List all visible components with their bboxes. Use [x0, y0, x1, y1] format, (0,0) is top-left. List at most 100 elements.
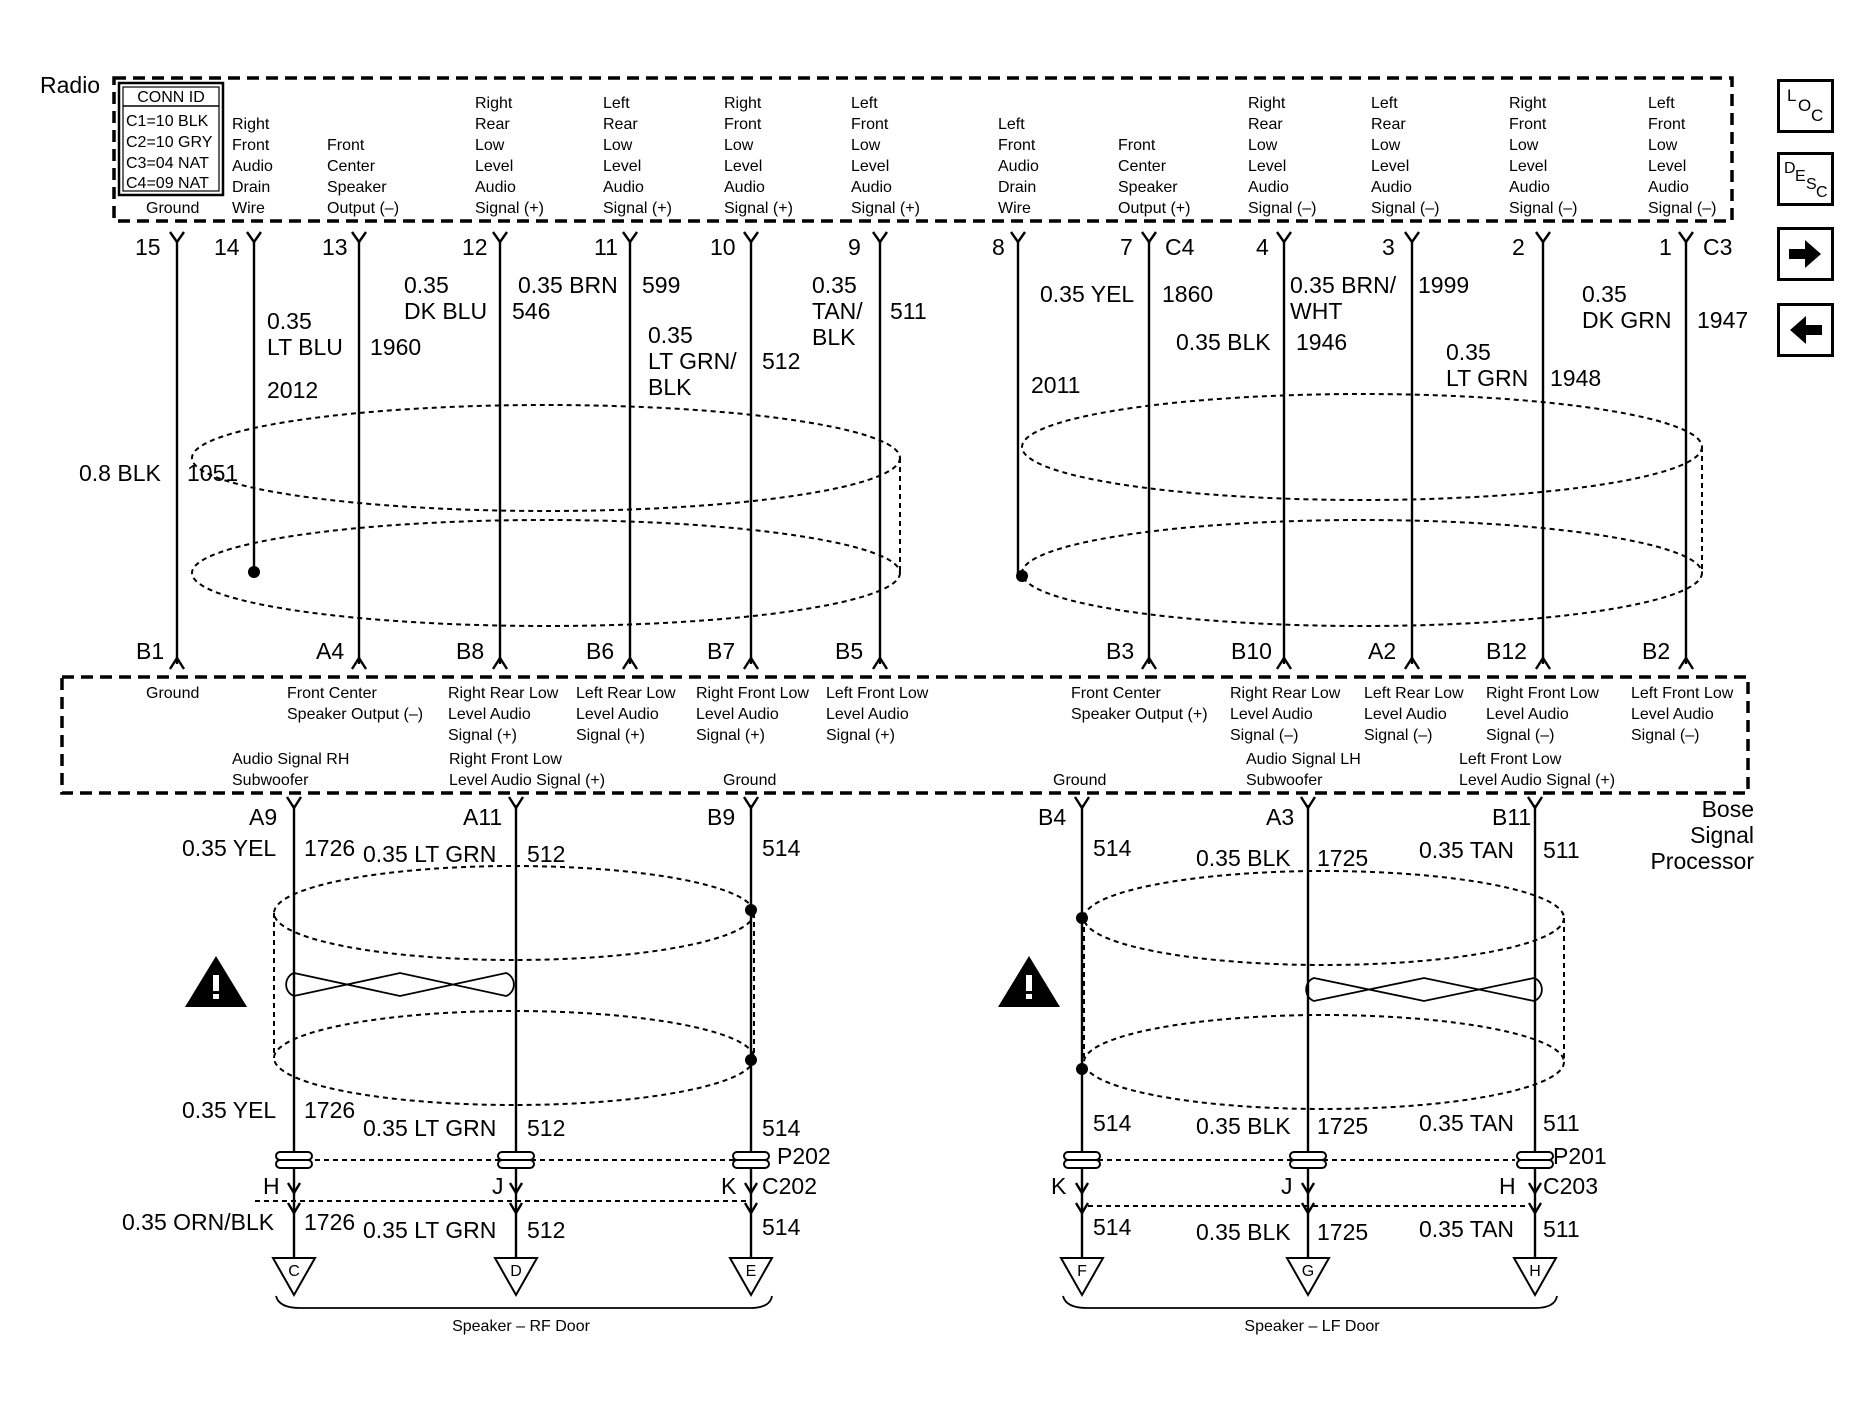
wire-color: LT GRN/: [648, 348, 737, 374]
bose-connector-box: [60, 675, 1750, 795]
svg-text:Processor: Processor: [1650, 848, 1754, 874]
terminal-mark: [743, 231, 759, 245]
terminal-mark: [1526, 796, 1544, 811]
upper-wires: [168, 231, 1695, 670]
radio-pin-label: Center: [1118, 158, 1167, 175]
bose-label: Speaker Output (–): [287, 706, 423, 723]
terminal-mark: [508, 1182, 524, 1196]
bose-label: Ground: [1053, 772, 1106, 789]
connector-ref-c4: C4: [1165, 234, 1195, 260]
terminal-mark: [1403, 655, 1421, 670]
wire-color: 0.35 BLK: [1196, 1113, 1291, 1139]
radio-pin-label: Low: [1509, 137, 1539, 154]
wire-color: 0.35 LT GRN: [363, 1217, 496, 1243]
radio-pin-label: Front: [1648, 116, 1686, 133]
conn-id-row: C1=10 BLK: [126, 113, 209, 130]
radio-pin-label: Level: [851, 158, 889, 175]
shield-lf-lower: [1076, 870, 1565, 1110]
destination-letter: D: [510, 1263, 522, 1280]
arrow-right-icon: [1789, 240, 1821, 268]
radio-pin-label: Front: [327, 137, 365, 154]
next-button[interactable]: [1777, 227, 1834, 281]
radio-pin-label: Audio: [1648, 179, 1689, 196]
wire-circuit: 511: [1543, 837, 1580, 863]
terminal-mark: [285, 796, 303, 811]
radio-pin-label: Low: [603, 137, 633, 154]
conn-id-table: CONN ID C1=10 BLK C2=10 GRY C3=04 NAT C4…: [117, 81, 225, 197]
radio-pin-number: 1: [1659, 234, 1672, 260]
radio-pin-label: Left: [1371, 95, 1398, 112]
rf-door-label: Speaker – RF Door: [452, 1318, 591, 1335]
bose-label: Ground: [146, 685, 199, 702]
wire-circuit: 514: [762, 835, 801, 861]
wire-color: 0.35 TAN: [1419, 837, 1514, 863]
wire-color: 0.35 TAN: [1419, 1216, 1514, 1242]
radio-pin-label: Front: [1118, 137, 1156, 154]
terminal-mark: [1073, 796, 1091, 811]
destination-letter: C: [288, 1263, 300, 1280]
radio-pin-label: Audio: [851, 179, 892, 196]
svg-text:C: C: [1811, 106, 1823, 125]
radio-pin-label: Front: [232, 137, 270, 154]
destination-triangle: [1512, 1257, 1558, 1298]
radio-pin-label: Audio: [1371, 179, 1412, 196]
inline-connector-pin: [1063, 1159, 1101, 1169]
bose-pin: B1: [136, 638, 164, 664]
wire-circuit: 1946: [1296, 329, 1347, 355]
terminal-mark: [743, 1182, 759, 1196]
bose-pin: A9: [249, 804, 277, 830]
wire-circuit: 514: [762, 1214, 801, 1240]
bose-label: Signal (+): [826, 727, 895, 744]
terminal-mark: [1300, 1182, 1316, 1196]
desc-button[interactable]: D E S C: [1777, 152, 1834, 206]
bose-label: Level Audio: [576, 706, 659, 723]
bose-label: Level Audio Signal (+): [449, 772, 605, 789]
inline-connector: P201: [1553, 1143, 1607, 1169]
wire-color: 0.8 BLK: [79, 460, 161, 486]
terminal-mark: [1275, 655, 1293, 670]
radio-pin-label: Audio: [998, 158, 1039, 175]
radio-pin-label: Right: [232, 116, 270, 133]
radio-pin-label: Signal (+): [603, 200, 672, 217]
bose-bottom-labels: Audio Signal RH Subwoofer Right Front Lo…: [232, 751, 1615, 789]
radio-pin-label: Right: [475, 95, 513, 112]
bose-title: Bose Signal Processor: [1650, 796, 1754, 874]
svg-text:C: C: [1816, 184, 1828, 201]
shield-right-upper: [1016, 393, 1703, 627]
radio-pin-label: Rear: [1248, 116, 1283, 133]
svg-text:Signal: Signal: [1690, 822, 1754, 848]
terminal-mark: [1527, 1202, 1543, 1216]
inline-connector-pin: [1516, 1151, 1554, 1161]
terminal-mark: [169, 231, 185, 245]
wire-circuit: 512: [527, 841, 565, 867]
terminal-mark: [1535, 231, 1551, 245]
bose-bottom-pins: A9 A11 B9 B4 A3 B11: [249, 804, 1531, 830]
lf-door-label: Speaker – LF Door: [1244, 1318, 1380, 1335]
bose-pin: A2: [1368, 638, 1396, 664]
arrow-left-icon: [1790, 316, 1822, 344]
radio-pin-label: Output (–): [327, 200, 399, 217]
back-button[interactable]: [1777, 303, 1834, 357]
radio-pin-label: Signal (–): [1509, 200, 1577, 217]
radio-pin-label: Front: [1509, 116, 1547, 133]
radio-pin-label: Level: [1371, 158, 1409, 175]
terminal-mark: [246, 231, 262, 245]
upper-wire-labels: 0.8 BLK 1051 0.35 LT BLU 2012 1960 0.35 …: [79, 272, 1748, 486]
wire-color: 0.35 TAN: [1419, 1110, 1514, 1136]
radio-pin-label: Speaker: [1118, 179, 1178, 196]
bose-pin: A3: [1266, 804, 1294, 830]
svg-text:S: S: [1806, 176, 1817, 193]
bose-label: Audio Signal RH: [232, 751, 349, 768]
wire-color: 0.35 YEL: [182, 835, 276, 861]
radio-pin-label: Low: [475, 137, 505, 154]
radio-pin-number: 4: [1256, 234, 1269, 260]
bose-pin: B9: [707, 804, 735, 830]
loc-button[interactable]: L O C: [1777, 79, 1834, 133]
terminal-mark: [350, 655, 368, 670]
shield-left-upper: [191, 404, 901, 627]
radio-pin-label: Rear: [1371, 116, 1406, 133]
terminal-mark: [1299, 796, 1317, 811]
connector: C203: [1543, 1173, 1598, 1199]
